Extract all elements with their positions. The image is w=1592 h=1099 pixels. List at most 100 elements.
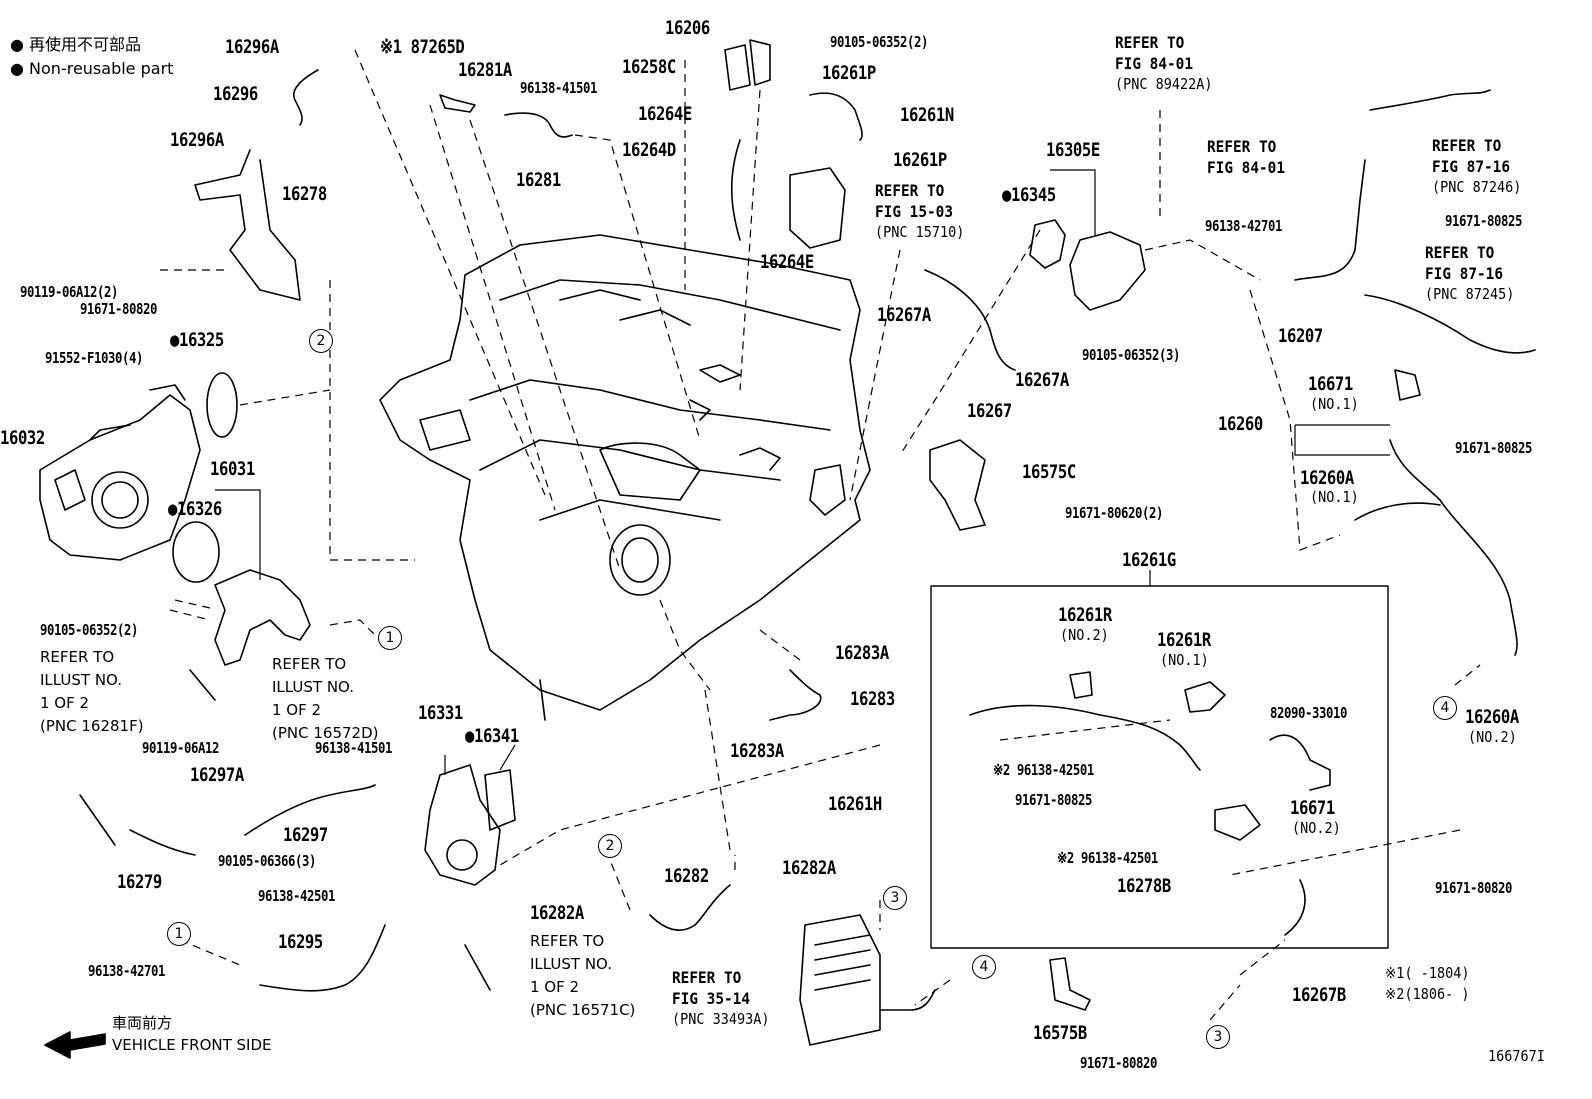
ref-fig-87-16-a: REFER TO FIG 87-16 (PNC 87246) <box>1432 136 1522 196</box>
label-16575C: 16575C <box>1022 461 1076 483</box>
label-16261H: 16261H <box>828 793 882 815</box>
label-16267A-b: 16267A <box>1015 369 1069 391</box>
label-16264D: 16264D <box>622 139 676 161</box>
circle-ref-4-right: 4 <box>1433 696 1457 720</box>
label-16297: 16297 <box>283 824 328 846</box>
label-16295: 16295 <box>278 931 323 953</box>
clip-16261R-no1 <box>1184 681 1226 713</box>
o-ring-16326 <box>172 521 220 583</box>
label-16282A-b: 16282A <box>530 902 584 924</box>
front-side-label-en: VEHICLE FRONT SIDE <box>112 1036 272 1054</box>
engine-block <box>379 234 871 721</box>
label-96138-41501: 96138-41501 <box>520 79 597 97</box>
label-90105-06352-3: 90105-06352(3) <box>1082 346 1180 364</box>
gasket-16345 <box>1029 219 1066 269</box>
thermostat-16031 <box>214 569 311 666</box>
circle-ref-4-oil-cooler: 4 <box>972 955 996 979</box>
label-16281: 16281 <box>516 169 561 191</box>
label-90105-06352-2b: 90105-06352(2) <box>830 33 928 51</box>
hose-16264D <box>730 139 741 241</box>
label-16305E: 16305E <box>1046 139 1100 161</box>
label-16278B: 16278B <box>1117 875 1171 897</box>
label-16283: 16283 <box>850 688 895 710</box>
hose-16261N <box>809 92 863 141</box>
label-16296A: 16296A <box>170 129 224 151</box>
label-91671-80620: 91671-80620(2) <box>1065 504 1163 522</box>
label-16326: ●16326 <box>168 498 222 520</box>
bracket-16206 <box>749 39 771 86</box>
hose-87245 <box>1364 294 1536 354</box>
label-16260A-no1: 16260A <box>1300 467 1354 489</box>
label-16282: 16282 <box>664 865 709 887</box>
label-16261R-no1: 16261R <box>1157 629 1211 651</box>
ref-fig-84-01-top: REFER TO FIG 84-01 (PNC 89422A) <box>1115 33 1213 93</box>
hose-16296 <box>293 69 319 126</box>
label-16671-no1: (NO.1) <box>1310 395 1359 413</box>
subassembly-box-16261G <box>930 585 1389 949</box>
label-16283A: 16283A <box>835 642 889 664</box>
ref-fig-87-16-b: REFER TO FIG 87-16 (PNC 87245) <box>1425 243 1515 303</box>
fitting-87265D <box>439 94 476 113</box>
label-16575B: 16575B <box>1033 1022 1087 1044</box>
label-16261P-b: 16261P <box>893 149 947 171</box>
sensor-82090 <box>1269 734 1331 791</box>
label-96138-42701-b: 96138-42701 <box>88 962 165 980</box>
label-16267: 16267 <box>967 400 1012 422</box>
hose-16282 <box>649 884 731 931</box>
label-16331: 16331 <box>418 702 463 724</box>
label-90105-06352-2: 90105-06352(2) <box>40 621 138 639</box>
gasket-16325 <box>206 372 238 438</box>
hose-16283 <box>769 669 822 721</box>
label-96138-42501: 96138-42501 <box>258 887 335 905</box>
label-91552-F1030: 91552-F1030(4) <box>45 349 143 367</box>
ref-fig-35-14: REFER TO FIG 35-14 (PNC 33493A) <box>672 968 770 1028</box>
label-16282A: 16282A <box>782 857 836 879</box>
label-91671-80825: 91671-80825 <box>1445 212 1522 230</box>
hose-16260 <box>1389 439 1518 656</box>
label-16671-no2: 16671 <box>1290 797 1335 819</box>
oil-cooler <box>799 914 881 1046</box>
footnote-2: ※2(1806- ) <box>1385 985 1470 1003</box>
label-91671-80825-b: 91671-80825 <box>1455 439 1532 457</box>
label-16671: 16671 <box>1308 373 1353 395</box>
label-96138-41501-b: 96138-41501 <box>315 739 392 757</box>
label-16261R-no2: 16261R <box>1058 604 1112 626</box>
label-16296A-top: 16296A <box>225 36 279 58</box>
label-16261R-no2-sub: (NO.2) <box>1060 626 1109 644</box>
circle-ref-2-top: 2 <box>309 329 333 353</box>
label-96138-42501-x2b: ※2 96138-42501 <box>1057 849 1158 867</box>
hose-16207 <box>1294 159 1366 281</box>
gasket-16258C <box>724 44 751 91</box>
label-16345: ●16345 <box>1002 184 1056 206</box>
label-16279: 16279 <box>117 871 162 893</box>
front-arrow-shape <box>44 1031 106 1059</box>
hose-16297 <box>244 784 376 836</box>
hose-16267 <box>924 269 1016 371</box>
label-16261G: 16261G <box>1122 549 1176 571</box>
label-91671-80820-b: 91671-80820 <box>1435 879 1512 897</box>
label-16283A-b: 16283A <box>730 740 784 762</box>
label-87265D: ※1 87265D <box>380 36 465 58</box>
hose-16281 <box>504 112 573 138</box>
footnote-1: ※1( -1804) <box>1385 964 1470 982</box>
circle-ref-1-mid: 1 <box>378 626 402 650</box>
label-16258C: 16258C <box>622 56 676 78</box>
ref-illust-16281F: REFER TO ILLUST NO. 1 OF 2 (PNC 16281F) <box>40 648 144 735</box>
ref-illust-16572D: REFER TO ILLUST NO. 1 OF 2 (PNC 16572D) <box>272 655 379 742</box>
label-16261N: 16261N <box>900 104 954 126</box>
circle-ref-1-bottom: 1 <box>167 922 191 946</box>
front-side-label-jp: 車両前方 <box>112 1014 173 1032</box>
oil-filter-housing <box>789 167 846 249</box>
legend-non-reusable-jp: ● 再使用不可部品 <box>10 35 142 54</box>
water-pump-16032 <box>39 384 201 561</box>
legend-non-reusable-en: ● Non-reusable part <box>10 59 174 78</box>
bracket-16278 <box>194 149 301 301</box>
water-outlet-16305E <box>1069 231 1146 311</box>
label-16278: 16278 <box>282 183 327 205</box>
label-91671-80825-c: 91671-80825 <box>1015 791 1092 809</box>
water-inlet-16331 <box>424 764 501 886</box>
ref-fig-84-01: REFER TO FIG 84-01 <box>1207 137 1286 177</box>
label-90119-06A12: 90119-06A12 <box>142 739 219 757</box>
label-16264E: 16264E <box>638 103 692 125</box>
circle-ref-3-oil-cooler: 3 <box>883 886 907 910</box>
